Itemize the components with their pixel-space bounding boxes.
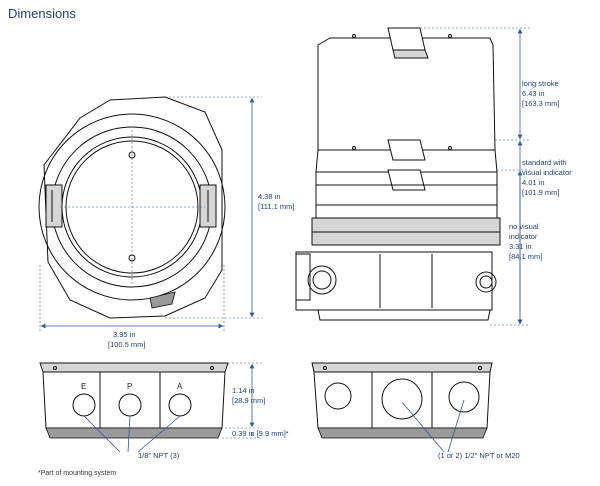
- front-height-mm: [28.9 mm]: [232, 396, 265, 405]
- port-letter-p: P: [127, 382, 132, 391]
- long-stroke-in: 6.43 in: [522, 89, 545, 98]
- no-visual-label-1: no visual: [509, 222, 539, 231]
- port-letter-e: E: [81, 382, 86, 391]
- top-height-mm: [111.1 mm]: [258, 202, 294, 211]
- top-width-mm: [100.5 mm]: [108, 340, 146, 349]
- top-view-dimensions: [39, 96, 262, 332]
- no-visual-label-2: indicator: [509, 232, 538, 241]
- long-stroke-mm: [163.3 mm]: [522, 99, 560, 108]
- side-front-view: [311, 362, 493, 439]
- no-visual-in: 3.31 in: [509, 242, 532, 251]
- side-view: [295, 27, 501, 321]
- top-view: [38, 96, 226, 319]
- mount-offset-label: 0.39 in [9.9 mm]*: [232, 429, 289, 438]
- npt-large-label: (1 or 2) 1/2" NPT or M20: [438, 451, 520, 460]
- no-visual-mm: [84.1 mm]: [509, 252, 542, 261]
- diagram-title: Dimensions: [8, 6, 76, 21]
- port-letter-a: A: [177, 382, 183, 391]
- standard-mm: [101.9 mm]: [522, 188, 560, 197]
- standard-label-1: standard with: [522, 158, 567, 167]
- standard-in: 4.01 in: [522, 178, 545, 187]
- side-front-leaders: [401, 399, 465, 453]
- long-stroke-label: long stroke: [522, 79, 559, 88]
- footnote: *Part of mounting system: [38, 470, 116, 477]
- front-view-dimensions: [83, 362, 262, 453]
- front-height-in: 1.14 in: [232, 386, 255, 395]
- top-height-in: 4.38 in: [258, 192, 281, 201]
- npt-small-label: 1/8" NPT (3): [138, 451, 180, 460]
- side-view-dimensions: [420, 27, 530, 326]
- standard-label-2: visual indicator: [522, 168, 572, 177]
- front-view: [39, 362, 229, 439]
- top-width-in: 3.95 in: [113, 330, 136, 339]
